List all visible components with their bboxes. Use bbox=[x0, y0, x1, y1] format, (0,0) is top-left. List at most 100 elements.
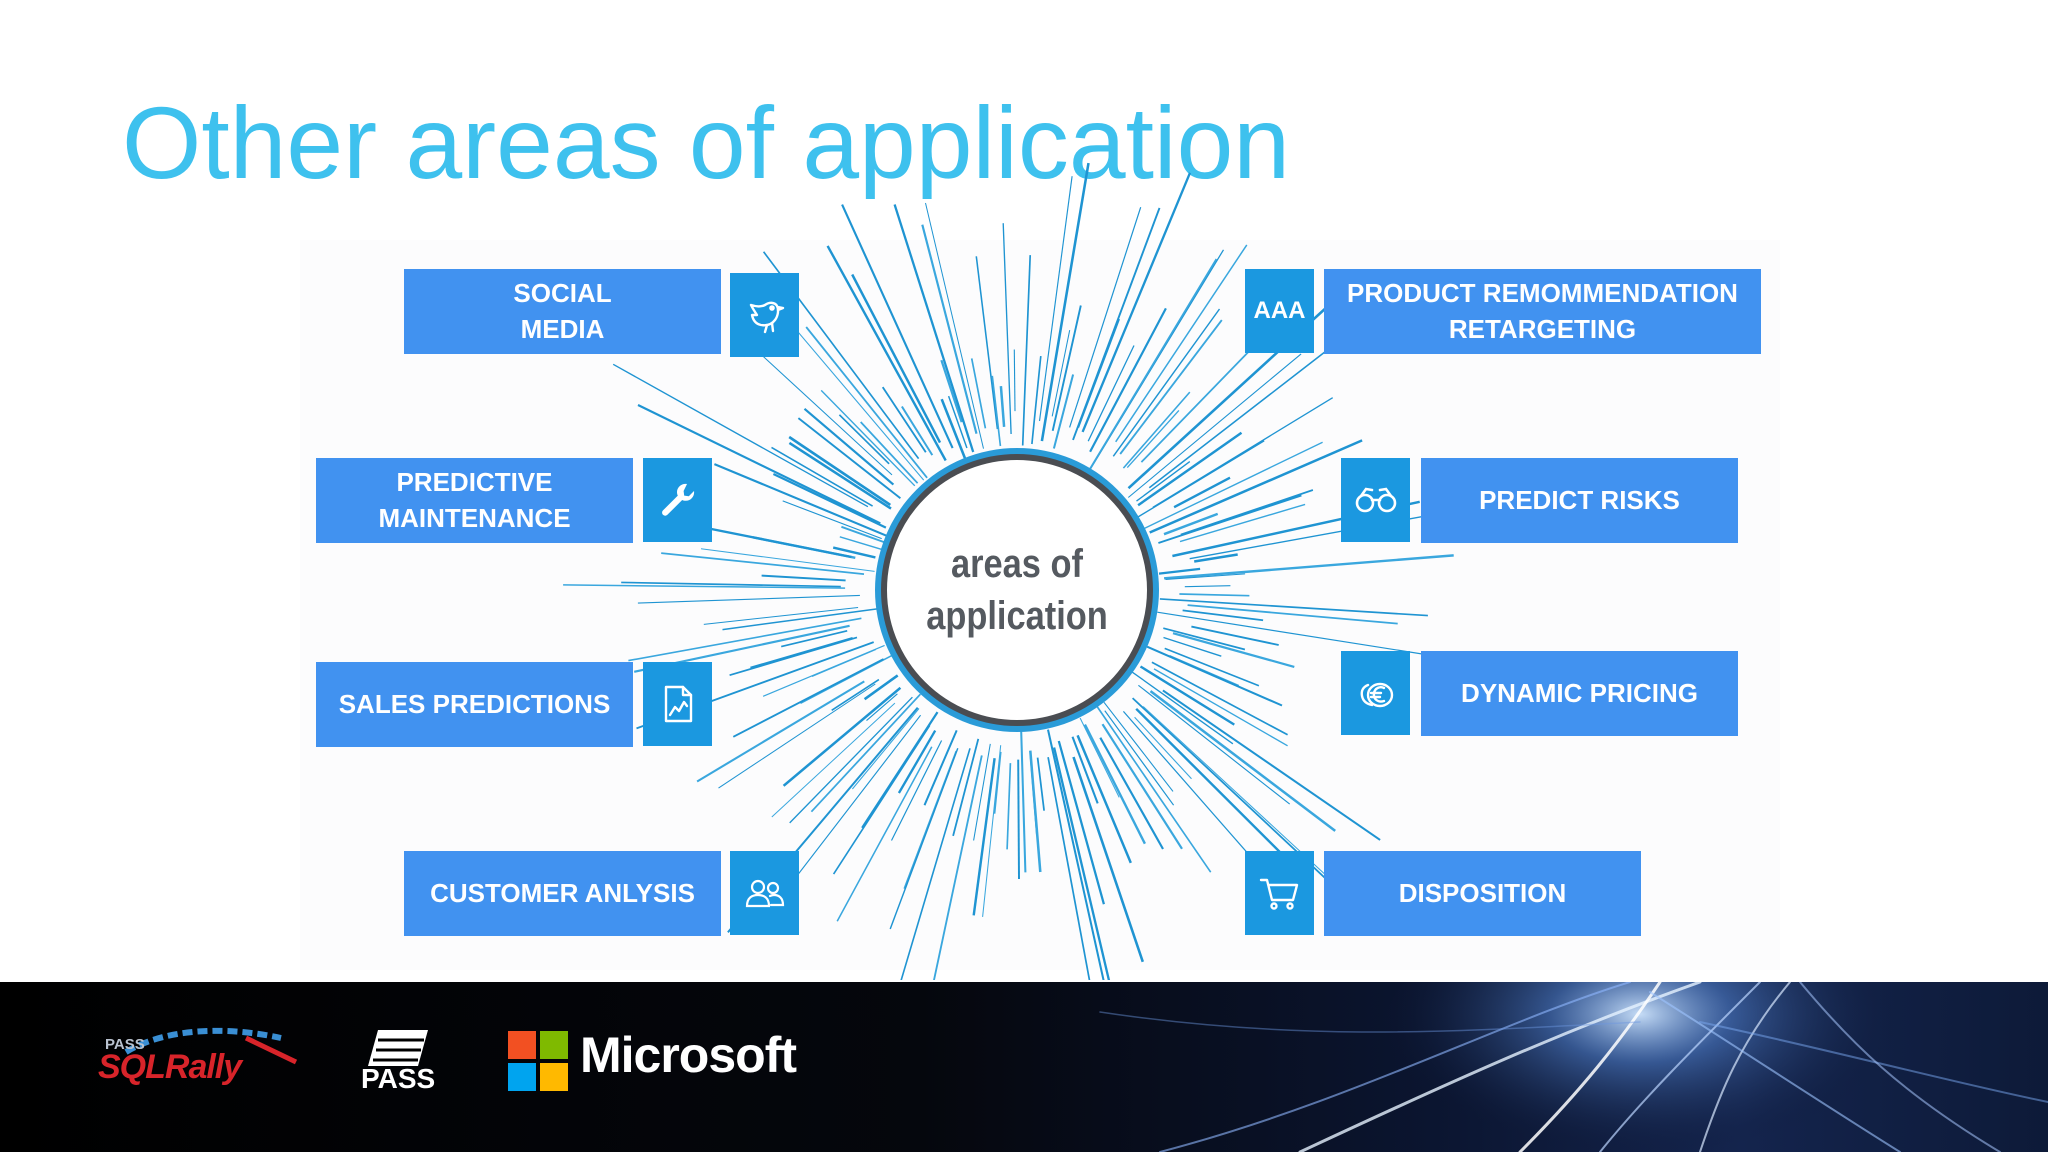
burst-line bbox=[781, 629, 848, 648]
burst-line bbox=[933, 755, 983, 980]
burst-line bbox=[1164, 647, 1260, 687]
shopping-cart-icon bbox=[1245, 851, 1314, 935]
burst-line bbox=[696, 680, 865, 783]
burst-line bbox=[1127, 353, 1302, 498]
burst-line bbox=[1194, 553, 1238, 563]
burst-line bbox=[789, 696, 913, 824]
burst-line bbox=[1148, 347, 1330, 489]
burst-line bbox=[1162, 689, 1381, 841]
burst-line bbox=[729, 636, 858, 677]
wrench-icon bbox=[643, 458, 712, 542]
burst-line bbox=[970, 358, 987, 429]
burst-line bbox=[1137, 431, 1243, 507]
item-predict-risks: PREDICT RISKS bbox=[1421, 458, 1738, 543]
burst-line bbox=[1158, 567, 1201, 575]
burst-line bbox=[810, 693, 922, 813]
euro-coins-icon bbox=[1341, 651, 1410, 735]
burst-line bbox=[1157, 611, 1439, 658]
item-label: SOCIAL MEDIA bbox=[513, 278, 612, 344]
item-label: CUSTOMER ANLYSIS bbox=[430, 877, 695, 908]
burst-line bbox=[1151, 661, 1289, 736]
burst-line bbox=[1165, 573, 1246, 581]
burst-line bbox=[788, 441, 892, 510]
item-label: SALES PREDICTIONS bbox=[338, 688, 611, 719]
item-label: PREDICT RISKS bbox=[1479, 484, 1680, 515]
burst-line bbox=[703, 606, 859, 625]
burst-line bbox=[831, 678, 880, 711]
burst-line bbox=[839, 536, 883, 551]
burst-line bbox=[700, 548, 875, 572]
item-label: DISPOSITION bbox=[1398, 877, 1567, 908]
burst-line bbox=[863, 674, 899, 701]
item-label: PREDICTIVE MAINTENANCE bbox=[378, 467, 571, 533]
burst-line bbox=[1099, 737, 1164, 850]
burst-line bbox=[1076, 734, 1132, 864]
burst-line bbox=[1036, 757, 1045, 811]
burst-line bbox=[1179, 593, 1250, 597]
burst-line bbox=[1149, 439, 1363, 534]
burst-line bbox=[923, 730, 958, 806]
burst-line bbox=[1163, 636, 1222, 657]
burst-line bbox=[1112, 308, 1221, 457]
burst-line bbox=[861, 711, 939, 829]
burst-line bbox=[925, 202, 984, 449]
burst-line bbox=[811, 648, 877, 678]
burst-line bbox=[1172, 632, 1295, 668]
item-predictive-maintenance: PREDICTIVE MAINTENANCE bbox=[316, 458, 633, 543]
burst-line bbox=[1163, 512, 1219, 536]
burst-line bbox=[1143, 441, 1323, 530]
burst-line bbox=[836, 746, 933, 922]
burst-line bbox=[1179, 503, 1306, 543]
burst-line bbox=[1146, 645, 1283, 707]
item-social-media: SOCIAL MEDIA bbox=[404, 269, 721, 354]
burst-line bbox=[1138, 684, 1291, 805]
burst-line bbox=[1140, 350, 1251, 463]
burst-line bbox=[1103, 701, 1174, 792]
burst-line bbox=[563, 584, 846, 589]
burst-line bbox=[1051, 305, 1082, 432]
burst-line bbox=[1182, 609, 1264, 622]
burst-line bbox=[838, 414, 890, 465]
burst-line bbox=[1135, 707, 1294, 866]
burst-line bbox=[1006, 763, 1012, 850]
burst-line bbox=[952, 738, 980, 837]
burst-line bbox=[1071, 736, 1099, 804]
burst-line bbox=[1017, 759, 1020, 880]
item-label: DYNAMIC PRICING bbox=[1461, 677, 1698, 708]
burst-line bbox=[1184, 585, 1231, 588]
burst-line bbox=[860, 421, 919, 484]
chart-document-icon bbox=[643, 662, 712, 746]
slide-title: Other areas of application bbox=[122, 86, 1291, 200]
burst-line bbox=[1139, 665, 1235, 726]
burst-line bbox=[889, 748, 959, 930]
pass-logo-graphic bbox=[368, 1030, 428, 1066]
burst-line bbox=[771, 702, 896, 818]
burst-line bbox=[1083, 724, 1146, 845]
binoculars-icon bbox=[1341, 458, 1410, 542]
burst-line bbox=[1122, 391, 1191, 469]
item-disposition: DISPOSITION bbox=[1324, 851, 1641, 936]
burst-line bbox=[1051, 329, 1071, 417]
burst-line bbox=[1131, 671, 1234, 745]
burst-line bbox=[1119, 319, 1223, 455]
burst-line bbox=[921, 224, 978, 434]
burst-line bbox=[820, 389, 916, 487]
burst-line bbox=[1104, 710, 1175, 806]
burst-line bbox=[1079, 717, 1120, 798]
burst-line bbox=[999, 386, 1006, 427]
burst-line bbox=[1158, 494, 1302, 544]
burst-line bbox=[637, 404, 881, 525]
burst-line bbox=[1047, 757, 1091, 980]
burst-line bbox=[1136, 461, 1191, 502]
burst-line bbox=[1163, 627, 1246, 651]
sqlrally-swoosh-graphic bbox=[124, 1027, 298, 1065]
burst-line bbox=[1087, 345, 1135, 442]
burst-line bbox=[1173, 476, 1231, 509]
burst-line bbox=[772, 473, 887, 529]
burst-line bbox=[866, 693, 898, 722]
burst-line bbox=[637, 594, 860, 604]
burst-line bbox=[1021, 255, 1032, 446]
burst-line bbox=[782, 686, 902, 787]
burst-line bbox=[1126, 409, 1180, 469]
burst-line bbox=[1038, 176, 1073, 422]
